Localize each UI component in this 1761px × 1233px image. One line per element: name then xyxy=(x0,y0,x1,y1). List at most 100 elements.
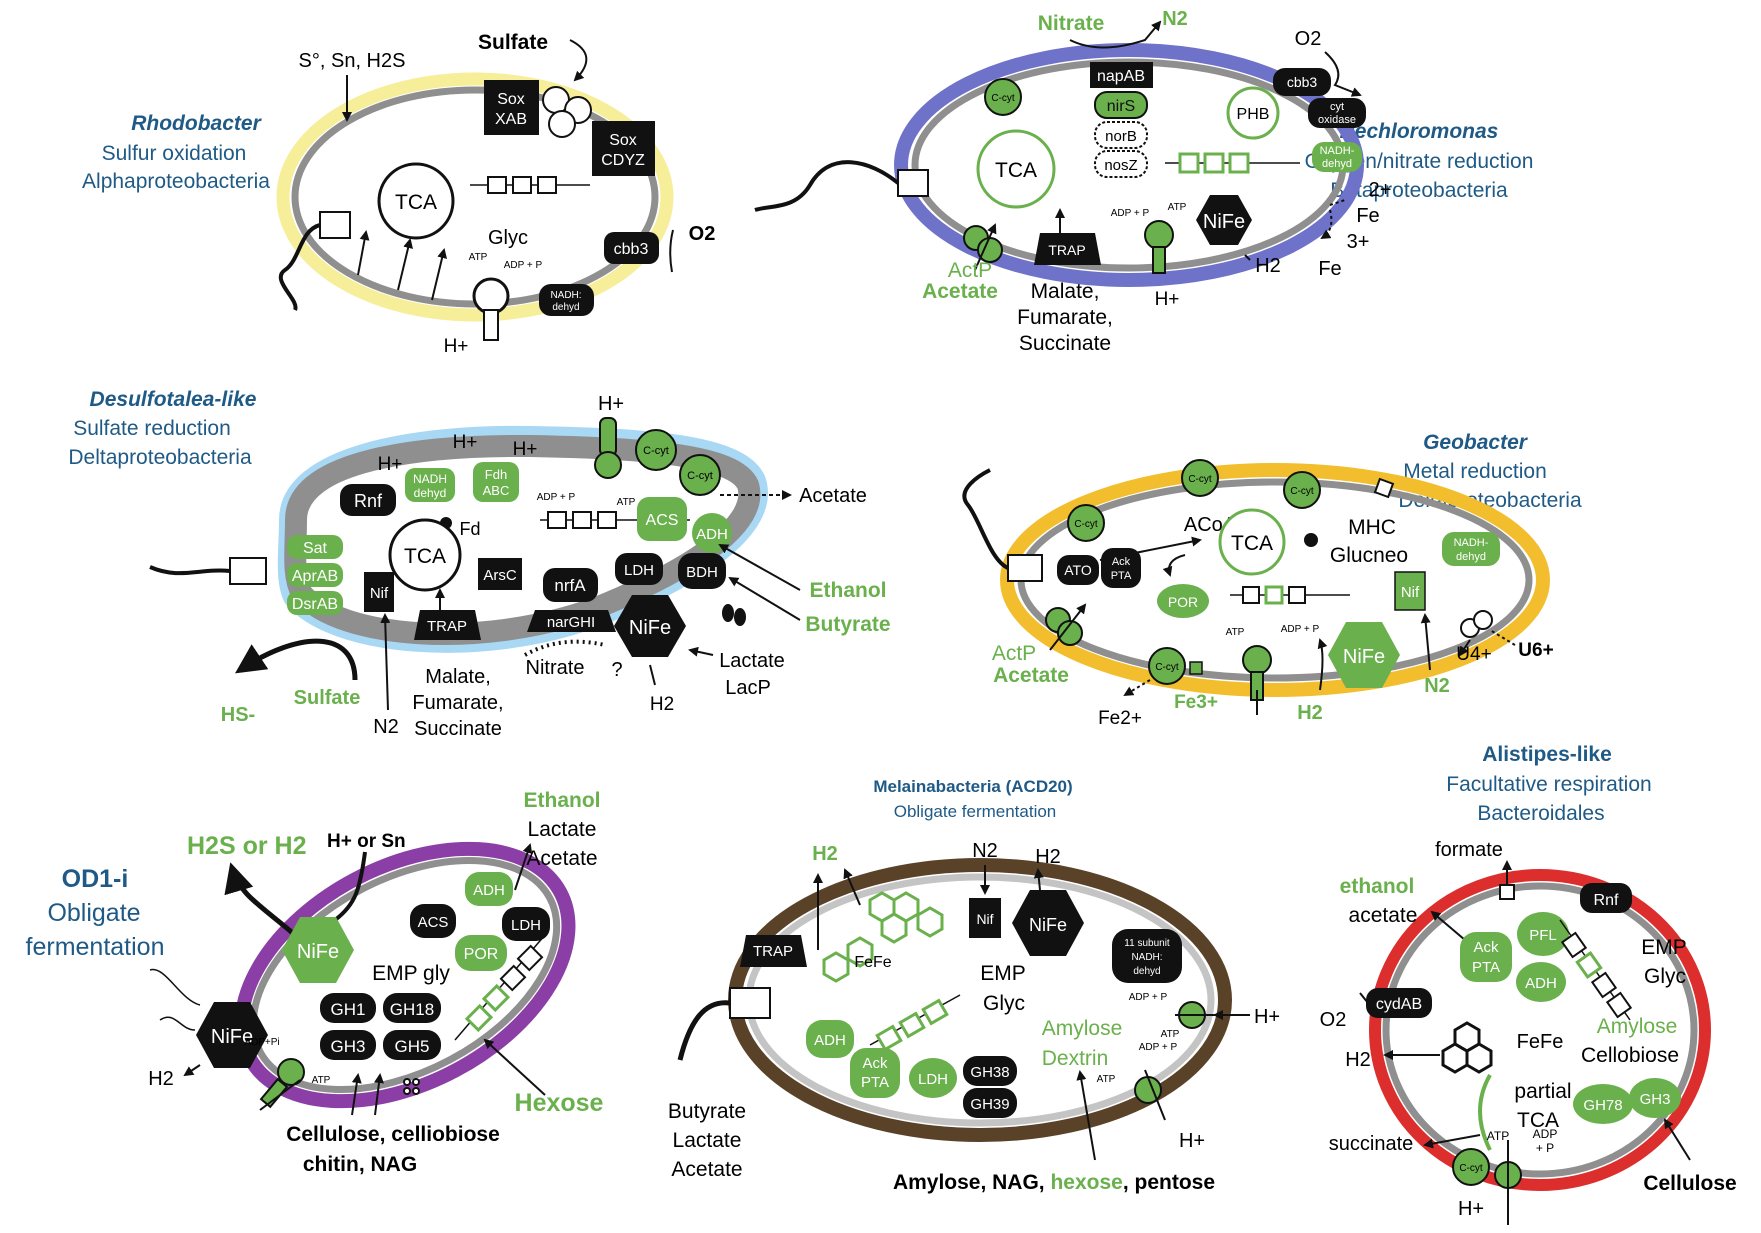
alistipes-glyc: Glyc xyxy=(1644,965,1686,988)
svg-text:Sat: Sat xyxy=(303,540,328,557)
od1-hexose: Hexose xyxy=(515,1089,604,1117)
dechloro-ccyt xyxy=(984,78,1022,116)
od1-gh5 xyxy=(383,1030,441,1060)
svg-text:TCA: TCA xyxy=(1231,532,1273,555)
geo-line1: Metal reduction xyxy=(1403,460,1547,483)
desulfo-flagellum xyxy=(149,565,231,576)
desulfo-sulfate: Sulfate xyxy=(294,687,361,709)
rhodo-glyc: Glyc xyxy=(488,227,528,249)
desulfo-butyrate: Butyrate xyxy=(805,613,890,636)
geo-fe2: Fe2+ xyxy=(1098,708,1142,729)
svg-text:ABC: ABC xyxy=(483,483,510,498)
svg-text:GH39: GH39 xyxy=(970,1096,1009,1113)
svg-text:ADH: ADH xyxy=(473,882,505,899)
od1-emp: EMP gly xyxy=(372,962,450,985)
alistipes-cellobiose: Cellobiose xyxy=(1581,1044,1679,1067)
svg-text:GH18: GH18 xyxy=(390,1000,434,1019)
desulfo-lacp xyxy=(722,604,734,622)
svg-text:LDH: LDH xyxy=(511,917,541,934)
desulfo-tca-cycle xyxy=(388,518,462,592)
melaina-h2-b: H2 xyxy=(1035,846,1061,868)
dechloro-h: H+ xyxy=(1155,289,1180,310)
desulfo-nrfa xyxy=(543,568,598,602)
alistipes-pfl xyxy=(1517,912,1569,956)
svg-text:narGHI: narGHI xyxy=(547,614,595,631)
od1-h2s: H2S or H2 xyxy=(187,832,306,860)
svg-text:ATP: ATP xyxy=(312,1075,331,1086)
svg-text:ADP + P: ADP + P xyxy=(1129,992,1168,1003)
rhodo-sox-cdyz xyxy=(592,121,655,176)
desulfo-question: ? xyxy=(611,659,622,681)
desulfo-hs-arrow xyxy=(235,638,358,681)
desulfo-narghi xyxy=(527,610,616,632)
svg-text:DsrAB: DsrAB xyxy=(292,596,338,613)
svg-text:ATP: ATP xyxy=(1487,1129,1509,1143)
geo-acetate: Acetate xyxy=(993,664,1069,687)
geo-actp-label: ActP xyxy=(992,642,1036,665)
svg-text:C-cyt: C-cyt xyxy=(991,93,1015,104)
geo-ato xyxy=(1057,555,1099,585)
geo-mhc: MHC xyxy=(1348,516,1396,539)
desulfo-line1: Sulfate reduction xyxy=(73,417,231,440)
svg-text:NADH-: NADH- xyxy=(1320,145,1355,157)
melaina-line1: Obligate fermentation xyxy=(894,802,1057,821)
svg-text:C-cyt: C-cyt xyxy=(1290,486,1314,497)
svg-text:PHB: PHB xyxy=(1237,106,1270,123)
svg-text:H+: H+ xyxy=(453,432,478,453)
desulfo-name: Desulfotalea-like xyxy=(90,388,257,411)
svg-text:ADP + P: ADP + P xyxy=(1281,624,1320,635)
svg-text:GH38: GH38 xyxy=(970,1064,1009,1081)
melaina-acetate: Acetate xyxy=(671,1158,742,1181)
svg-text:AprAB: AprAB xyxy=(292,568,338,585)
od1-ethanol: Ethanol xyxy=(524,789,601,812)
svg-text:dehyd: dehyd xyxy=(552,302,579,313)
svg-text:NADH-: NADH- xyxy=(1454,537,1489,549)
svg-text:NiFe: NiFe xyxy=(629,617,671,639)
svg-text:ADH: ADH xyxy=(696,526,728,543)
panel-od1: OD1-i Obligate fermentation H2S or H2 H+… xyxy=(26,789,604,1176)
alistipes-rnf xyxy=(1580,883,1632,913)
dechloro-acetate: Acetate xyxy=(922,280,998,303)
alistipes-h2: H2 xyxy=(1345,1049,1371,1071)
geo-flagellum xyxy=(962,468,1010,570)
desulfo-line2: Deltaproteobacteria xyxy=(68,446,252,469)
panel-rhodobacter: Rhodobacter Sulfur oxidation Alphaproteo… xyxy=(82,31,715,357)
svg-text:+ P: + P xyxy=(1536,1141,1554,1155)
rhodo-flagellum-motor xyxy=(319,211,351,239)
svg-text:ADP: ADP xyxy=(1533,1127,1558,1141)
melaina-n2: N2 xyxy=(972,840,998,862)
svg-text:nosZ: nosZ xyxy=(1104,157,1137,174)
desulfo-bdh xyxy=(678,553,726,589)
svg-text:TCA: TCA xyxy=(404,545,446,568)
svg-text:PTA: PTA xyxy=(1111,570,1132,582)
svg-text:norB: norB xyxy=(1105,128,1137,145)
dechloro-actp-label: ActP xyxy=(948,259,992,282)
od1-acetate: Acetate xyxy=(526,847,597,870)
svg-text:PTA: PTA xyxy=(861,1074,889,1091)
geo-flagellum-motor xyxy=(1007,554,1043,582)
svg-text:nirS: nirS xyxy=(1107,98,1135,115)
od1-substrates-1: Cellulose, celliobiose xyxy=(286,1123,500,1146)
svg-text:Nif: Nif xyxy=(370,585,389,602)
svg-text:ATP: ATP xyxy=(1168,202,1187,213)
alistipes-line2: Bacteroidales xyxy=(1477,802,1604,825)
svg-text:ACS: ACS xyxy=(418,914,449,931)
geo-n2: N2 xyxy=(1424,675,1450,697)
svg-text:NADH: NADH xyxy=(413,472,447,486)
od1-gh1 xyxy=(320,993,376,1023)
dechloro-name: Dechloromonas xyxy=(1340,120,1499,143)
desulfo-flagellum-motor xyxy=(229,557,267,585)
melaina-nife xyxy=(1012,890,1084,956)
od1-adh xyxy=(465,872,513,906)
rhodo-transporter-1 xyxy=(397,238,413,291)
alistipes-tca: TCA xyxy=(1517,1109,1559,1132)
dechloro-cbb3 xyxy=(1273,68,1331,96)
svg-text:cbb3: cbb3 xyxy=(614,241,649,258)
alistipes-partial-tca xyxy=(1478,1074,1492,1151)
rhodo-transporter-2 xyxy=(431,248,447,301)
svg-text:Sox: Sox xyxy=(497,91,525,108)
svg-text:11 subunit: 11 subunit xyxy=(1124,938,1170,949)
svg-text:POR: POR xyxy=(464,946,499,963)
geo-ccyt-3 xyxy=(1283,471,1321,509)
svg-text:Ack: Ack xyxy=(1473,939,1499,956)
